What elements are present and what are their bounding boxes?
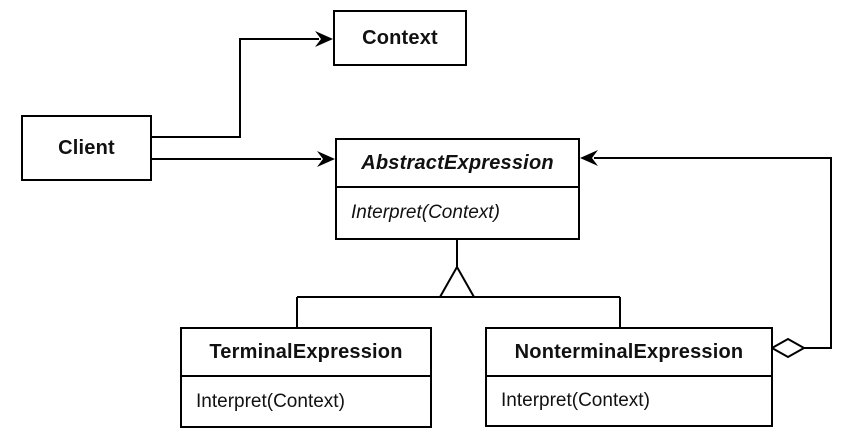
class-name-client: Client <box>58 136 115 159</box>
solid-arrowhead-into-abstractexpression-right <box>580 150 598 166</box>
class-name-context: Context <box>362 26 438 49</box>
class-name-nonterminal-expression: NonterminalExpression <box>487 329 771 377</box>
aggregation-diamond <box>769 337 807 359</box>
class-box-abstract-expression: AbstractExpression Interpret(Context) <box>335 138 580 240</box>
class-name-abstract-expression: AbstractExpression <box>337 140 578 188</box>
inheritance-triangle <box>438 264 476 298</box>
solid-arrowhead-into-context <box>315 31 333 47</box>
method-abstract-expression-interpret: Interpret(Context) <box>351 202 500 223</box>
solid-arrowhead-into-abstractexpression-left <box>317 151 335 167</box>
method-terminal-expression-interpret: Interpret(Context) <box>196 390 345 412</box>
aggregation-line-nonterminal-abstractexpression <box>594 157 832 349</box>
class-box-terminal-expression: TerminalExpression Interpret(Context) <box>180 327 432 428</box>
class-name-terminal-expression: TerminalExpression <box>182 329 430 377</box>
association-line-client-context <box>152 38 319 138</box>
class-box-context: Context <box>333 10 467 66</box>
class-box-client: Client <box>21 115 152 181</box>
class-box-nonterminal-expression: NonterminalExpression Interpret(Context) <box>485 327 773 427</box>
method-nonterminal-expression-interpret: Interpret(Context) <box>501 390 650 411</box>
